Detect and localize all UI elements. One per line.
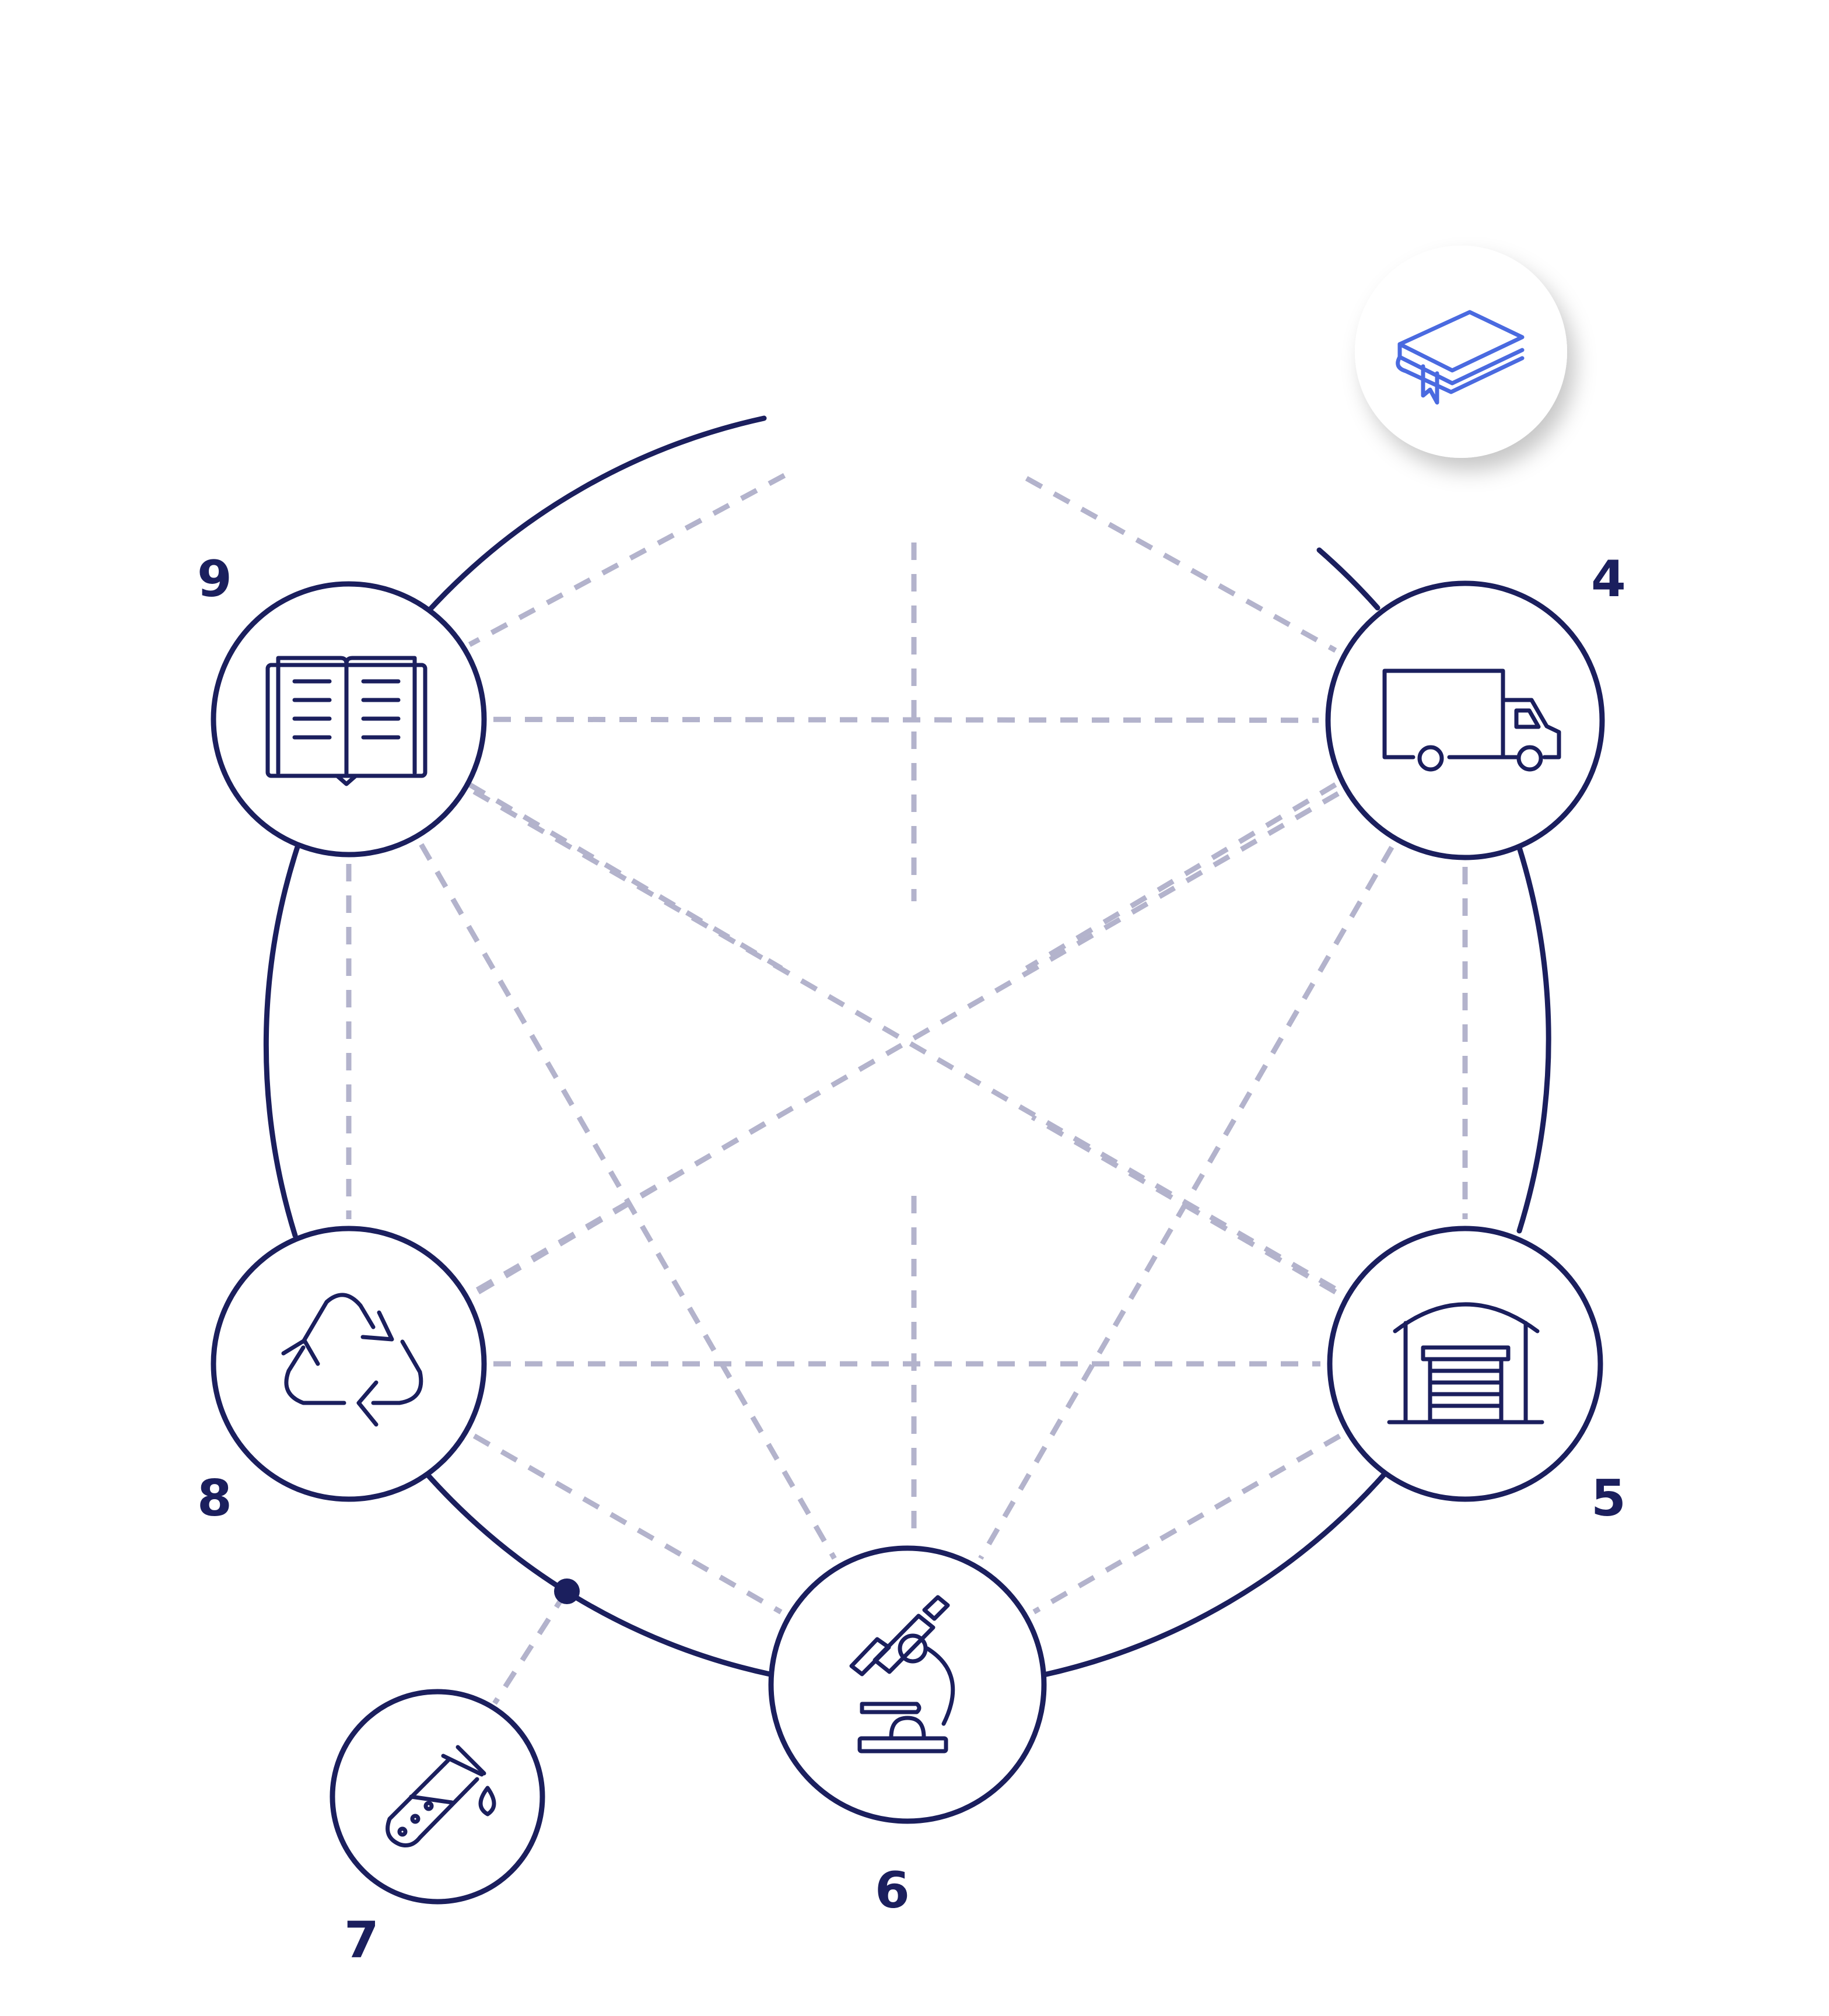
ring-arc-top-left [427,415,767,612]
connection-node-8-node-6 [472,1433,783,1615]
node-5[interactable] [1327,1226,1603,1502]
spoke [1025,782,1337,971]
ring-arc-bottom-left [425,1472,773,1677]
node-4[interactable] [1325,580,1605,860]
label-4: 4 [1591,550,1626,608]
connection-node-5-node-6 [1032,1433,1341,1615]
ring-arc-right [1516,845,1551,1234]
ring-arc-left [263,844,300,1238]
test-tube-icon [386,1745,496,1847]
spoke-lines [468,473,1337,1705]
ring-arc-bottom-right [1039,1472,1387,1678]
connection-node-4-node-8 [472,791,1340,1294]
outer-ring [263,415,1551,1678]
microscope-icon [849,1595,955,1754]
node-7[interactable] [330,1689,545,1905]
open-book-icon [265,656,428,786]
warehouse-icon [1387,1302,1544,1424]
label-5: 5 [1591,1469,1626,1528]
spoke [1031,1115,1337,1294]
spoke [476,1115,777,1294]
spoke [492,1591,568,1705]
node-8[interactable] [211,1226,487,1502]
ring-arc-top-right [1316,547,1380,611]
connection-node-9-node-5 [472,789,1341,1294]
closed-book-icon [1396,310,1525,405]
label-6: 6 [875,1861,910,1920]
node-6[interactable] [768,1545,1047,1824]
connection-node-9-node-4 [493,716,1319,723]
label-7: 7 [344,1911,379,1969]
junction-dot [554,1578,580,1604]
node-9[interactable] [211,581,487,858]
connection-lines [346,716,1468,1615]
truck-icon [1382,668,1561,772]
node-labels: 9 4 8 5 6 7 [197,550,1626,1969]
label-8: 8 [197,1469,232,1528]
spoke [468,473,786,647]
label-9: 9 [197,550,232,608]
book-badge[interactable] [1355,246,1567,458]
recycle-icon [281,1293,423,1427]
spoke [1025,476,1337,653]
